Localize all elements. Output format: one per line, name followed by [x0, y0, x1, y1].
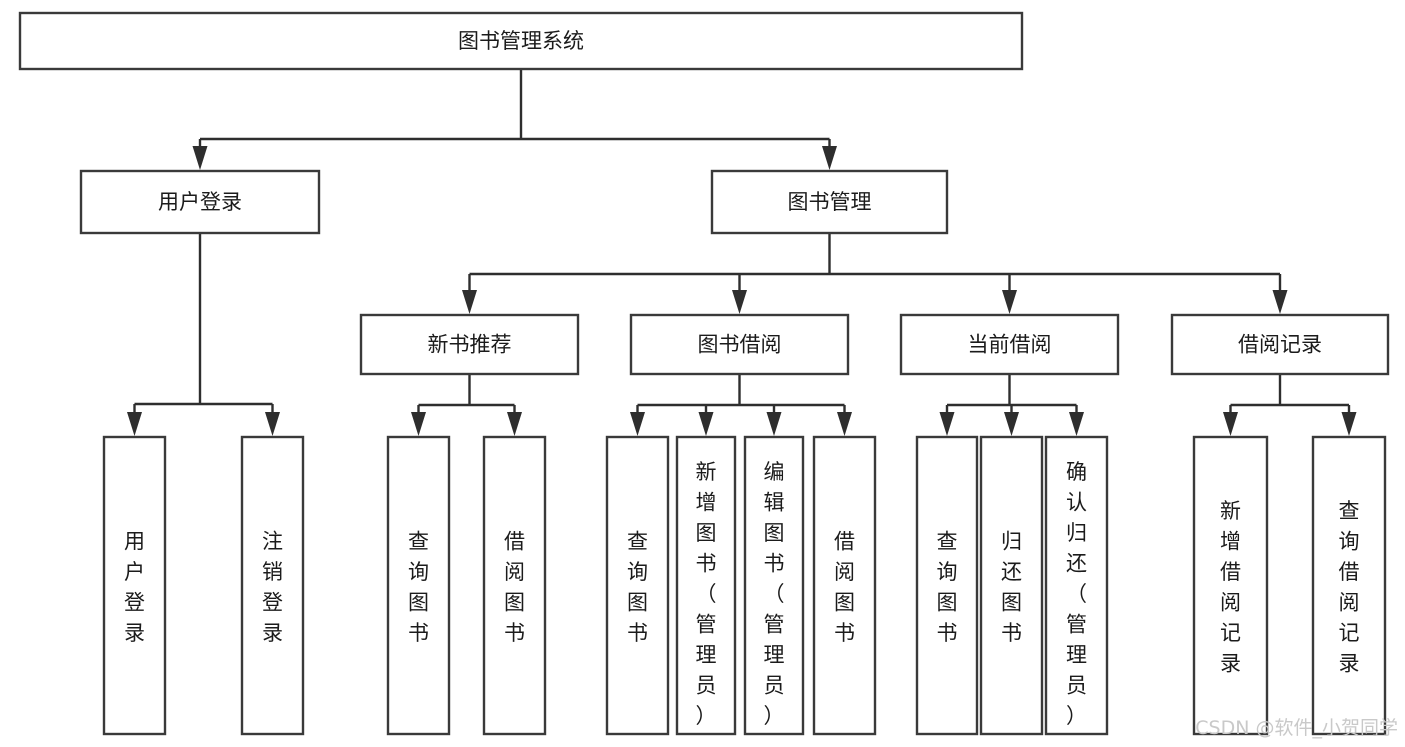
nodes-layer: 图书管理系统用户登录图书管理新书推荐图书借阅当前借阅借阅记录用户登录注销登录查询… [18, 11, 1390, 736]
node-user-login[interactable]: 用户登录 [79, 169, 321, 235]
node-label-l4-add-record: 新增借阅记录 [1220, 499, 1241, 676]
node-new-book-rec[interactable]: 新书推荐 [359, 313, 580, 376]
edges-layer [127, 69, 1357, 436]
edge-group-user-login [127, 233, 280, 436]
node-box-book-manage[interactable] [710, 169, 949, 235]
csdn-watermark: CSDN @软件_小贺同学 [1195, 717, 1398, 739]
node-label-book-manage: 图书管理 [788, 190, 872, 214]
node-box-borrow-record[interactable] [1170, 313, 1390, 376]
node-label-l4-query-book-3: 查询图书 [937, 529, 958, 645]
node-l4-borrow-book-1[interactable]: 借阅图书 [482, 435, 547, 736]
node-label-l4-return-book: 归还图书 [1001, 529, 1022, 645]
node-label-l4-query-book-1: 查询图书 [408, 529, 429, 645]
node-user-logout-leaf[interactable]: 注销登录 [240, 435, 305, 736]
node-box-l4-borrow-book-2[interactable] [812, 435, 877, 736]
node-l4-query-book-3[interactable]: 查询图书 [915, 435, 979, 736]
node-book-borrow[interactable]: 图书借阅 [629, 313, 850, 376]
node-current-borrow[interactable]: 当前借阅 [899, 313, 1120, 376]
node-box-user-logout-leaf[interactable] [240, 435, 305, 736]
node-l4-add-book[interactable]: 新增图书（管理员） [675, 435, 737, 736]
node-book-manage[interactable]: 图书管理 [710, 169, 949, 235]
node-box-l4-edit-book[interactable] [743, 435, 805, 736]
edge-group-root [192, 69, 837, 170]
node-l4-confirm-return[interactable]: 确认归还（管理员） [1044, 435, 1109, 736]
node-label-book-borrow: 图书借阅 [698, 333, 782, 357]
edge-group-new-book-rec [411, 374, 522, 436]
node-label-l4-add-book: 新增图书（管理员） [696, 460, 717, 728]
node-box-user-login-leaf[interactable] [102, 435, 167, 736]
node-box-l4-query-record[interactable] [1311, 435, 1387, 736]
node-box-new-book-rec[interactable] [359, 313, 580, 376]
node-label-l4-query-book-2: 查询图书 [627, 529, 648, 645]
node-box-l4-return-book[interactable] [979, 435, 1044, 736]
node-root[interactable]: 图书管理系统 [18, 11, 1024, 71]
node-box-root[interactable] [18, 11, 1024, 71]
node-borrow-record[interactable]: 借阅记录 [1170, 313, 1390, 376]
node-label-new-book-rec: 新书推荐 [428, 333, 512, 357]
node-label-l4-edit-book: 编辑图书（管理员） [764, 460, 785, 728]
node-box-current-borrow[interactable] [899, 313, 1120, 376]
node-label-user-login-leaf: 用户登录 [124, 529, 145, 645]
node-label-l4-borrow-book-2: 借阅图书 [834, 529, 855, 645]
node-box-l4-borrow-book-1[interactable] [482, 435, 547, 736]
node-l4-add-record[interactable]: 新增借阅记录 [1192, 435, 1269, 736]
node-box-l4-query-book-2[interactable] [605, 435, 670, 736]
node-label-current-borrow: 当前借阅 [968, 333, 1052, 357]
node-box-user-login[interactable] [79, 169, 321, 235]
edge-group-borrow-record [1223, 374, 1357, 436]
node-box-l4-add-book[interactable] [675, 435, 737, 736]
node-label-user-logout-leaf: 注销登录 [262, 529, 283, 645]
node-box-l4-add-record[interactable] [1192, 435, 1269, 736]
node-l4-query-book-1[interactable]: 查询图书 [386, 435, 451, 736]
edge-group-current-borrow [939, 374, 1084, 436]
node-label-borrow-record: 借阅记录 [1238, 333, 1322, 357]
node-l4-return-book[interactable]: 归还图书 [979, 435, 1044, 736]
edge-group-book-manage [462, 233, 1288, 314]
node-box-l4-query-book-1[interactable] [386, 435, 451, 736]
node-label-root: 图书管理系统 [458, 29, 584, 53]
node-l4-query-record[interactable]: 查询借阅记录 [1311, 435, 1387, 736]
node-user-login-leaf[interactable]: 用户登录 [102, 435, 167, 736]
edge-group-book-borrow [630, 374, 852, 436]
node-l4-borrow-book-2[interactable]: 借阅图书 [812, 435, 877, 736]
node-label-l4-query-record: 查询借阅记录 [1339, 499, 1360, 676]
node-label-l4-borrow-book-1: 借阅图书 [504, 529, 525, 645]
node-box-book-borrow[interactable] [629, 313, 850, 376]
node-l4-query-book-2[interactable]: 查询图书 [605, 435, 670, 736]
node-label-l4-confirm-return: 确认归还（管理员） [1066, 460, 1087, 728]
node-box-l4-query-book-3[interactable] [915, 435, 979, 736]
node-l4-edit-book[interactable]: 编辑图书（管理员） [743, 435, 805, 736]
node-label-user-login: 用户登录 [158, 190, 242, 214]
node-box-l4-confirm-return[interactable] [1044, 435, 1109, 736]
